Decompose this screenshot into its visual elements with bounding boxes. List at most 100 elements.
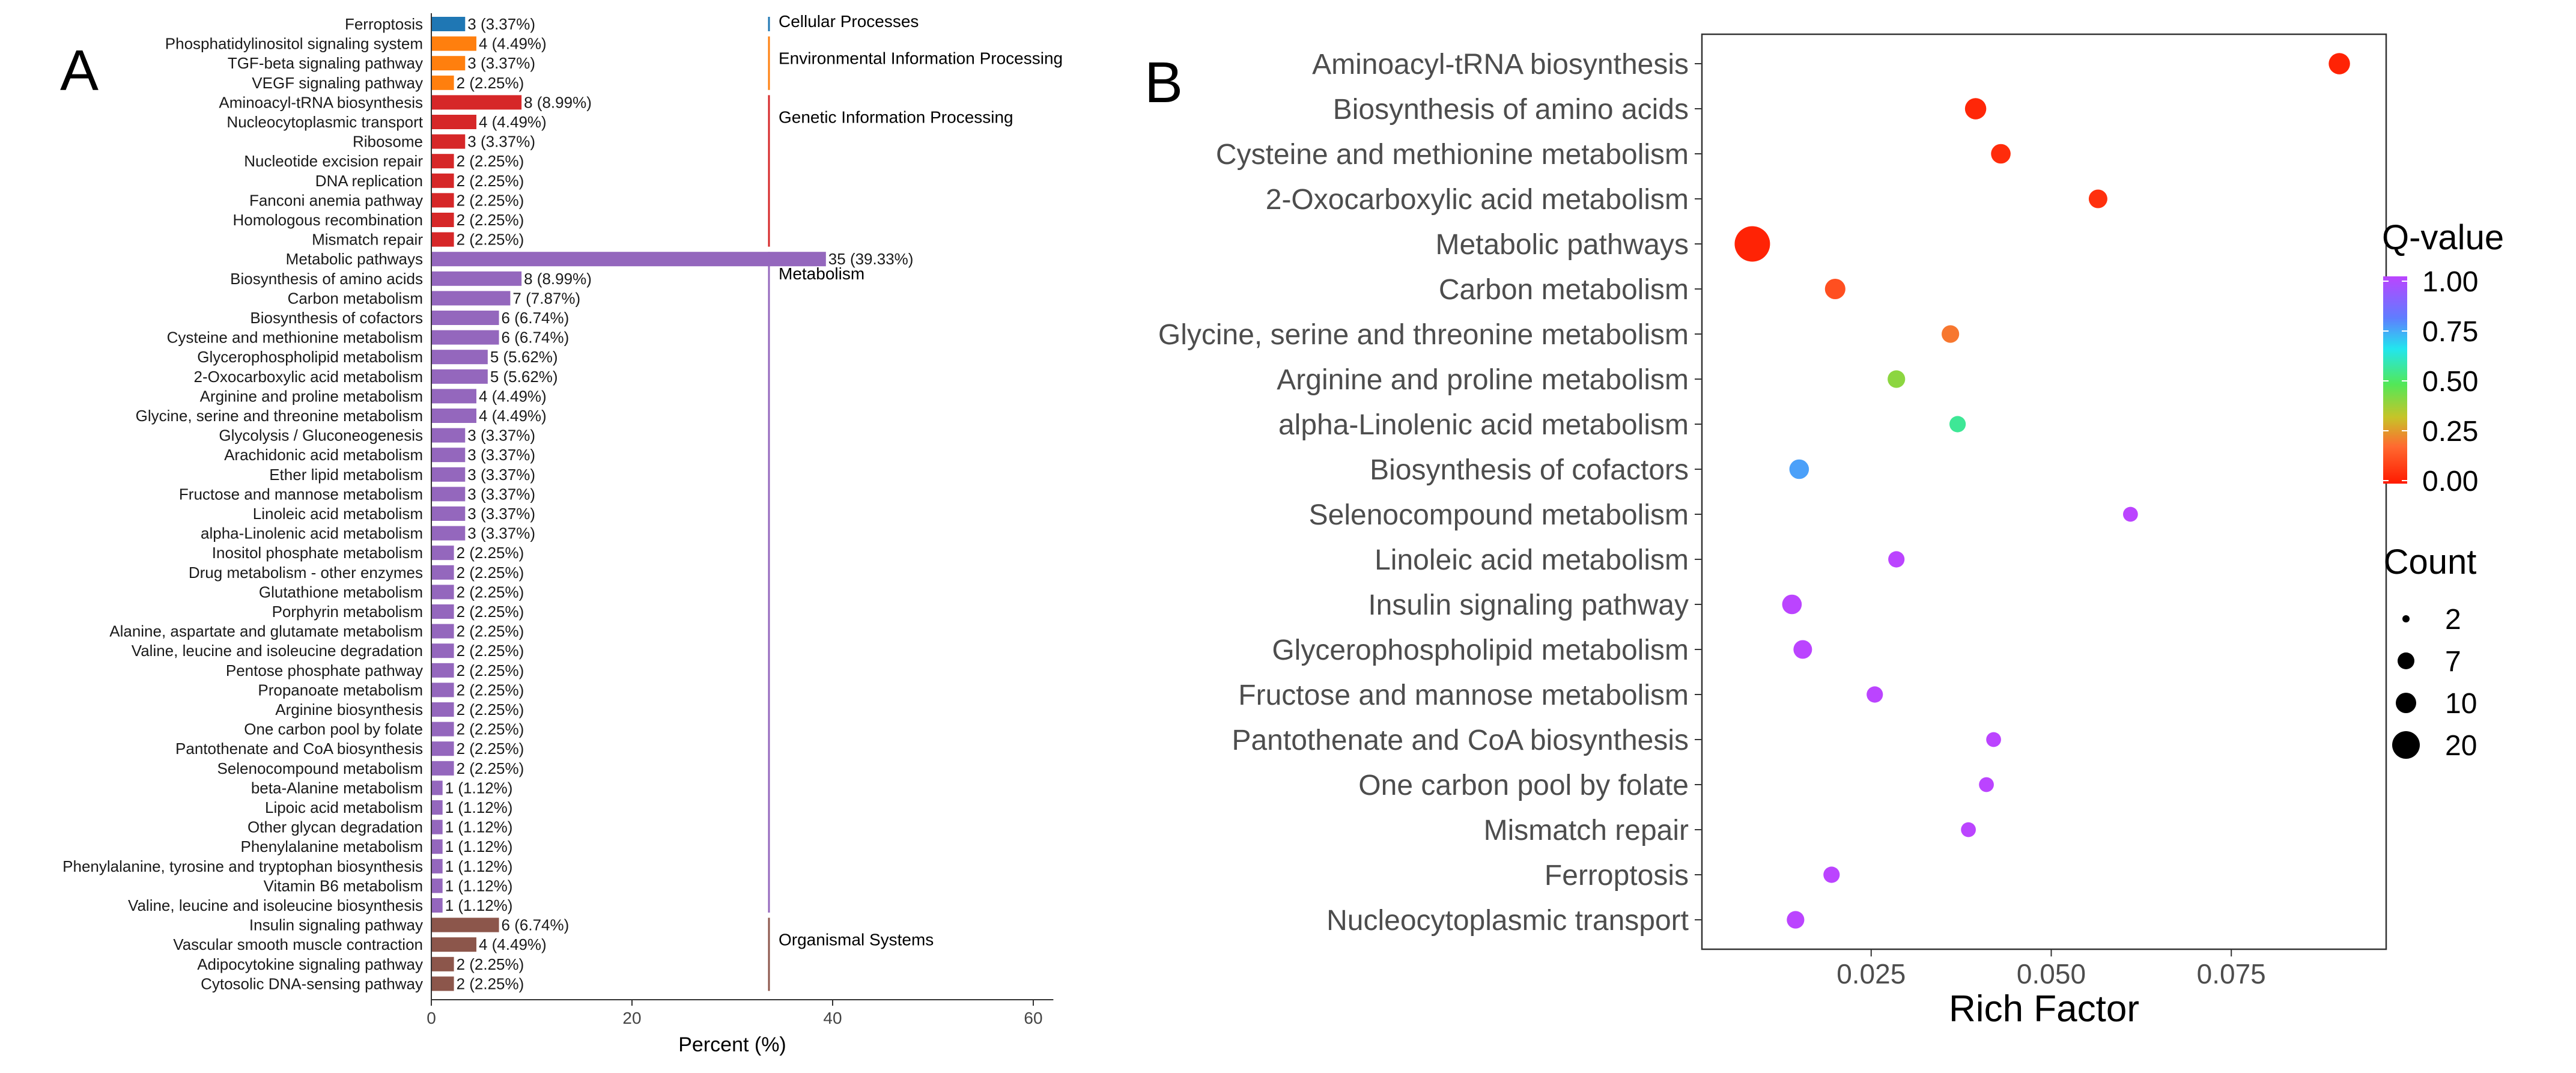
bar-one-carbon-pool-by-folate — [431, 722, 454, 737]
group-label-organismal-systems: Organismal Systems — [779, 931, 934, 949]
bar-value-label-ribosome: 3 (3.37%) — [467, 133, 535, 151]
bar-cytosolic-dna-sensing-pathway — [431, 976, 454, 991]
axis-a-x-tick-label-0: 0 — [427, 1009, 436, 1027]
bar-value-label-arginine-biosynthesis: 2 (2.25%) — [457, 701, 524, 719]
count-legend-label-10: 10 — [2445, 688, 2477, 720]
axis-b-y-label-fructose-and-mannose-metabolism: Fructose and mannose metabolism — [1238, 679, 1689, 711]
bar-label-lipoic-acid-metabolism: Lipoic acid metabolism — [265, 798, 423, 816]
bubble-chart-panel-b: Aminoacyl-tRNA biosynthesisBiosynthesis … — [1158, 33, 2504, 1030]
bar-value-label-alpha-linolenic-acid-metabolism: 3 (3.37%) — [467, 524, 535, 543]
bar-vitamin-b6-metabolism — [431, 878, 443, 893]
axis-a-x-tick-label-60: 60 — [1024, 1009, 1042, 1027]
axis-b-y-label-biosynthesis-of-amino-acids: Biosynthesis of amino acids — [1333, 94, 1689, 126]
bar-label-glutathione-metabolism: Glutathione metabolism — [259, 583, 423, 601]
bar-value-label-glycerophospholipid-metabolism: 5 (5.62%) — [490, 348, 558, 366]
bubble-mismatch-repair — [1961, 822, 1976, 837]
bar-label-glycine-serine-and-threonine-metabolism: Glycine, serine and threonine metabolism — [136, 407, 423, 425]
bubble-insulin-signaling-pathway — [1782, 594, 1802, 615]
axis-b-y-label-alpha-linolenic-acid-metabolism: alpha-Linolenic acid metabolism — [1278, 409, 1689, 441]
bar-value-label-carbon-metabolism: 7 (7.87%) — [512, 289, 580, 307]
bar-beta-alanine-metabolism — [431, 780, 443, 795]
group-label-cellular-processes: Cellular Processes — [779, 12, 919, 31]
bar-value-label-2-oxocarboxylic-acid-metabolism: 5 (5.62%) — [490, 368, 558, 386]
axis-b-x-tick-label-2: 0.075 — [2197, 958, 2266, 989]
bar-inositol-phosphate-metabolism — [431, 546, 454, 561]
bar-label-dna-replication: DNA replication — [315, 172, 423, 190]
bar-value-label-glutathione-metabolism: 2 (2.25%) — [457, 583, 524, 601]
bar-dna-replication — [431, 173, 454, 188]
axis-b-y-label-nucleocytoplasmic-transport: Nucleocytoplasmic transport — [1326, 905, 1689, 937]
axis-b-y-label-pantothenate-and-coa-biosynthesis: Pantothenate and CoA biosynthesis — [1232, 725, 1689, 756]
bar-ferroptosis — [431, 17, 466, 31]
bar-fanconi-anemia-pathway — [431, 193, 454, 208]
bar-porphyrin-metabolism — [431, 604, 454, 619]
axis-b-y-label-ferroptosis: Ferroptosis — [1545, 860, 1689, 892]
bar-label-homologous-recombination: Homologous recombination — [232, 211, 423, 229]
bubble-pantothenate-and-coa-biosynthesis — [1986, 732, 2001, 747]
count-legend-title: Count — [2384, 543, 2477, 582]
bar-label-beta-alanine-metabolism: beta-Alanine metabolism — [251, 779, 423, 797]
bar-value-label-selenocompound-metabolism: 2 (2.25%) — [457, 759, 524, 777]
bar-nucleocytoplasmic-transport — [431, 115, 476, 129]
bubble-fructose-and-mannose-metabolism — [1867, 686, 1883, 703]
bubble-selenocompound-metabolism — [2122, 506, 2138, 522]
bar-selenocompound-metabolism — [431, 761, 454, 776]
bar-label-glycerophospholipid-metabolism: Glycerophospholipid metabolism — [197, 348, 423, 366]
bar-label-fructose-and-mannose-metabolism: Fructose and mannose metabolism — [179, 485, 423, 503]
count-legend-dot-7 — [2398, 652, 2414, 669]
axis-b-y-label-metabolic-pathways: Metabolic pathways — [1435, 229, 1689, 261]
bar-mismatch-repair — [431, 232, 454, 247]
axis-b-y-label-arginine-and-proline-metabolism: Arginine and proline metabolism — [1277, 364, 1689, 396]
bar-label-vegf-signaling-pathway: VEGF signaling pathway — [252, 74, 423, 92]
count-legend-label-20: 20 — [2445, 730, 2477, 762]
bar-value-label-metabolic-pathways: 35 (39.33%) — [828, 250, 914, 268]
bar-homologous-recombination — [431, 213, 454, 227]
bar-value-label-pentose-phosphate-pathway: 2 (2.25%) — [457, 661, 524, 679]
qvalue-tick-label-1: 0.75 — [2422, 316, 2478, 348]
bubble-biosynthesis-of-cofactors — [1789, 459, 1809, 479]
bar-label-insulin-signaling-pathway: Insulin signaling pathway — [249, 916, 423, 934]
bar-vegf-signaling-pathway — [431, 75, 454, 90]
bar-lipoic-acid-metabolism — [431, 800, 443, 815]
bar-vascular-smooth-muscle-contraction — [431, 937, 476, 952]
bar-label-ether-lipid-metabolism: Ether lipid metabolism — [269, 466, 423, 484]
axis-a-x-tick-label-40: 40 — [823, 1009, 842, 1027]
axis-b-x-tick-label-0: 0.025 — [1836, 958, 1906, 989]
axis-b-x-tick-label-1: 0.050 — [2017, 958, 2086, 989]
bar-label-pantothenate-and-coa-biosynthesis: Pantothenate and CoA biosynthesis — [175, 740, 423, 758]
bar-value-label-ether-lipid-metabolism: 3 (3.37%) — [467, 466, 535, 484]
bar-pentose-phosphate-pathway — [431, 663, 454, 678]
bar-label-valine-leucine-and-isoleucine-degradation: Valine, leucine and isoleucine degradati… — [132, 642, 423, 660]
bar-value-label-other-glycan-degradation: 1 (1.12%) — [445, 818, 513, 836]
bar-label-arginine-and-proline-metabolism: Arginine and proline metabolism — [200, 387, 423, 405]
bar-label-propanoate-metabolism: Propanoate metabolism — [258, 681, 423, 699]
bar-aminoacyl-trna-biosynthesis — [431, 95, 522, 110]
bar-value-label-vegf-signaling-pathway: 2 (2.25%) — [457, 74, 524, 92]
group-label-metabolism: Metabolism — [779, 264, 864, 283]
bubble-biosynthesis-of-amino-acids — [1964, 98, 1987, 120]
bar-label-inositol-phosphate-metabolism: Inositol phosphate metabolism — [212, 544, 423, 562]
bar-value-label-phosphatidylinositol-signaling-system: 4 (4.49%) — [479, 35, 547, 53]
count-legend-label-2: 2 — [2445, 604, 2461, 636]
count-legend-dot-20 — [2392, 731, 2420, 759]
bar-glycolysis-gluconeogenesis — [431, 428, 466, 443]
bar-label-alanine-aspartate-and-glutamate-metabolism: Alanine, aspartate and glutamate metabol… — [109, 622, 423, 640]
bar-linoleic-acid-metabolism — [431, 506, 466, 521]
bar-glutathione-metabolism — [431, 585, 454, 600]
bar-value-label-tgf-beta-signaling-pathway: 3 (3.37%) — [467, 54, 535, 72]
bar-label-linoleic-acid-metabolism: Linoleic acid metabolism — [253, 505, 423, 523]
qvalue-tick-label-2: 0.50 — [2422, 366, 2478, 398]
bar-value-label-homologous-recombination: 2 (2.25%) — [457, 211, 524, 229]
bar-label-nucleotide-excision-repair: Nucleotide excision repair — [244, 152, 423, 170]
bar-label-selenocompound-metabolism: Selenocompound metabolism — [217, 759, 423, 777]
bar-label-aminoacyl-trna-biosynthesis: Aminoacyl-tRNA biosynthesis — [219, 93, 423, 111]
bar-insulin-signaling-pathway — [431, 917, 499, 932]
bar-label-glycolysis-gluconeogenesis: Glycolysis / Gluconeogenesis — [219, 427, 423, 445]
bar-value-label-linoleic-acid-metabolism: 3 (3.37%) — [467, 505, 535, 523]
bar-value-label-adipocytokine-signaling-pathway: 2 (2.25%) — [457, 955, 524, 973]
bar-value-label-valine-leucine-and-isoleucine-biosynthesis: 1 (1.12%) — [445, 896, 513, 914]
axis-b-y-label-aminoacyl-trna-biosynthesis: Aminoacyl-tRNA biosynthesis — [1312, 49, 1689, 81]
bubble-nucleocytoplasmic-transport — [1787, 911, 1805, 929]
axis-b-y-label-one-carbon-pool-by-folate: One carbon pool by folate — [1358, 770, 1689, 801]
